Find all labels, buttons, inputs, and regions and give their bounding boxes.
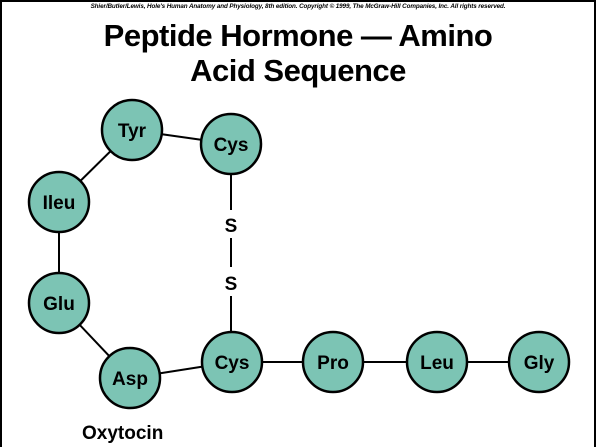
residue-glu: Glu: [27, 271, 91, 335]
residue-label: Cys: [215, 353, 250, 374]
sulfur-label: S: [225, 216, 238, 237]
residue-label: Pro: [317, 353, 349, 374]
residue-leu: Leu: [405, 330, 469, 394]
residue-label: Asp: [112, 369, 148, 390]
residue-ileu: Ileu: [27, 170, 91, 234]
copyright-notice: Shier/Butler/Lewis, Hole's Human Anatomy…: [90, 3, 506, 10]
page-title-line-1: Peptide Hormone — Amino: [103, 18, 493, 53]
residue-label: Cys: [214, 135, 249, 156]
residue-label: Ileu: [43, 193, 76, 214]
page-title-line-2: Acid Sequence: [190, 53, 406, 88]
residue-gly: Gly: [507, 330, 571, 394]
diagram-caption: Oxytocin: [82, 423, 164, 444]
residue-asp: Asp: [98, 346, 162, 410]
residue-pro: Pro: [301, 330, 365, 394]
residue-label: Leu: [420, 353, 454, 374]
residue-label: Tyr: [118, 121, 147, 142]
sulfur-label: S: [225, 274, 238, 295]
residue-label: Gly: [524, 353, 555, 374]
residue-label: Glu: [43, 294, 75, 315]
residue-cys: Cys: [199, 112, 263, 176]
residue-tyr: Tyr: [100, 98, 164, 162]
residue-cys: Cys: [200, 330, 264, 394]
